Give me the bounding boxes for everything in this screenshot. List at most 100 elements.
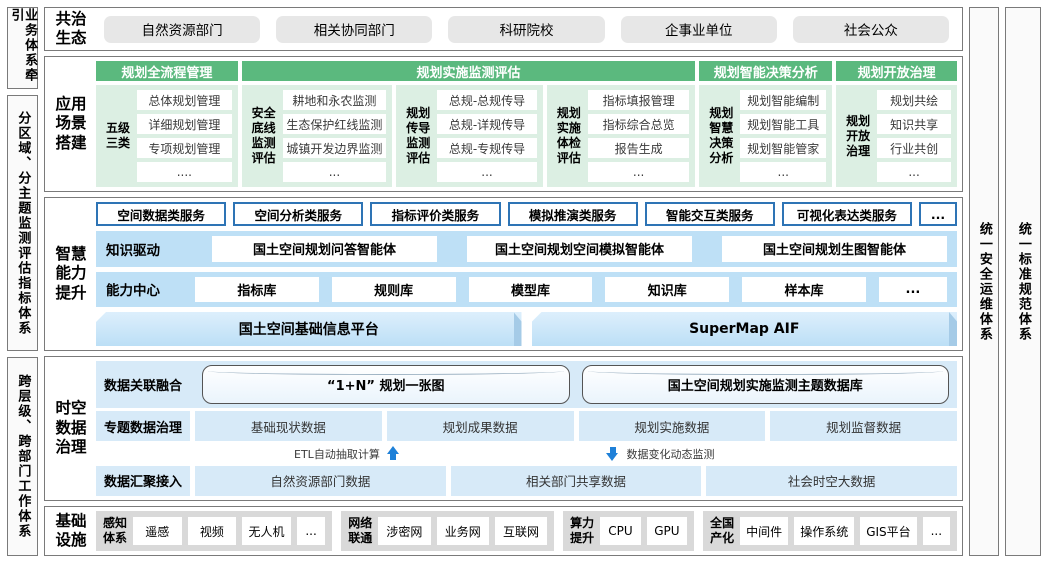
app-item: 知识共享 (877, 114, 951, 134)
service-box-more: ... (919, 202, 957, 226)
section-application-scenarios-label: 应用场景搭建 (50, 61, 92, 187)
app-group-items: 指标填报管理 指标综合总览 报告生成 ... (587, 90, 690, 182)
app-group-label: 规划开放治理 (842, 90, 874, 182)
infra-item: 互联网 (494, 517, 548, 545)
library-box: 指标库 (195, 276, 319, 302)
infra-item: 无人机 (242, 517, 291, 545)
service-box: 可视化表达类服务 (781, 202, 912, 226)
change-monitor-flow: 数据变化动态监测 (606, 446, 714, 462)
app-item: 指标填报管理 (587, 90, 690, 110)
app-group-label-text: 规划开放治理 (846, 113, 871, 158)
app-group-label: 安全底线监测评估 (248, 90, 280, 182)
app-group-smart-decision: 规划智慧决策分析 规划智能编制 规划智能工具 规划智能管家 ... (699, 85, 833, 187)
infra-group-label-text: 算力提升 (570, 516, 595, 545)
app-group-label: 规划传导监测评估 (402, 90, 434, 182)
app-header-implementation-monitoring: 规划实施监测评估 (241, 61, 696, 81)
app-item: 行业共创 (877, 138, 951, 158)
theme-data-label: 专题数据治理 (96, 411, 190, 442)
app-group-label-text: 规划传导监测评估 (406, 106, 431, 165)
infra-item: GPU (646, 517, 688, 545)
app-item: ... (587, 162, 690, 182)
data-item: 规划监督数据 (770, 411, 957, 442)
data-fusion-row: 数据关联融合 “1+N” 规划一张图 国土空间规划实施监测主题数据库 (96, 361, 957, 409)
rail-business-system: 业务体系牵引 (7, 7, 38, 89)
library-box-more: ... (878, 276, 947, 302)
section-application-scenarios-label-text: 应用场景搭建 (55, 94, 87, 152)
library-box: 规则库 (331, 276, 456, 302)
app-item: 耕地和永农监测 (282, 90, 387, 110)
app-group-items: 耕地和永农监测 生态保护红线监测 城镇开发边界监测 ... (282, 90, 387, 182)
infra-item: 涉密网 (378, 517, 431, 545)
app-group-items: 规划共绘 知识共享 行业共创 ... (877, 90, 951, 182)
app-group-items: 总规-总规传导 总规-详规传导 总规-专规传导 ... (437, 90, 537, 182)
capability-band-label: 能力中心 (106, 283, 160, 300)
capability-band: 能力中心 指标库 规则库 模型库 知识库 样本库 ... (96, 271, 957, 307)
data-item: 规划实施数据 (578, 411, 766, 442)
app-item: 专项规划管理 (137, 138, 232, 158)
app-item: 指标综合总览 (587, 114, 690, 134)
app-item: 规划智能编制 (740, 90, 827, 110)
theme-data-row: 专题数据治理 基础现状数据 规划成果数据 规划实施数据 规划监督数据 (96, 411, 957, 442)
knowledge-band: 知识驱动 国土空间规划问答智能体 国土空间规划空间模拟智能体 国土空间规划生图智… (96, 231, 957, 267)
smart-content: 空间数据类服务 空间分析类服务 指标评价类服务 模拟推演类服务 智能交互类服务 … (96, 202, 957, 346)
eco-item: 自然资源部门 (104, 15, 261, 43)
data-item: 社会时空大数据 (706, 465, 958, 496)
app-item: 规划共绘 (877, 90, 951, 110)
platform-slab-base-info: 国土空间基础信息平台 (96, 312, 522, 346)
data-fusion-label: 数据关联融合 (104, 379, 183, 395)
app-group-items: 规划智能编制 规划智能工具 规划智能管家 ... (740, 90, 827, 182)
data-item: 基础现状数据 (195, 411, 382, 442)
arrow-up-icon (386, 446, 400, 461)
library-box: 样本库 (742, 276, 866, 302)
app-item: ... (740, 162, 827, 182)
service-box: 指标评价类服务 (370, 202, 501, 226)
infra-item: CPU (600, 517, 641, 545)
section-co-governance-label: 共治生态 (50, 9, 92, 47)
platform-slab-supermap-aif: SuperMap AIF (531, 312, 957, 346)
rail-cross-level-work-system-label: 跨层级、跨部门工作体系 (15, 374, 31, 539)
infra-item: GIS平台 (860, 517, 917, 545)
infra-group-label: 算力提升 (570, 516, 594, 546)
eco-items: 自然资源部门 相关协同部门 科研院校 企事业单位 社会公众 (96, 12, 957, 46)
service-row: 空间数据类服务 空间分析类服务 指标评价类服务 模拟推演类服务 智能交互类服务 … (96, 202, 957, 226)
infra-group-label: 全国产化 (710, 516, 734, 546)
service-box: 智能交互类服务 (644, 202, 775, 226)
app-group-five-levels: 五级三类 总体规划管理 详细规划管理 专项规划管理 .... (96, 85, 238, 187)
rail-cross-level-work-system: 跨层级、跨部门工作体系 (7, 357, 38, 556)
rail-unified-standards: 统一标准规范体系 (1005, 7, 1041, 556)
etl-flow-label: ETL自动抽取计算 (294, 447, 380, 461)
rail-business-system-label: 业务体系牵引 (8, 8, 38, 83)
access-data-row: 数据汇聚接入 自然资源部门数据 相关部门共享数据 社会时空大数据 (96, 465, 958, 496)
app-header-open-governance: 规划开放治理 (836, 61, 957, 81)
app-group-safety-baseline: 安全底线监测评估 耕地和永农监测 生态保护红线监测 城镇开发边界监测 ... (241, 85, 393, 187)
agent-box: 国土空间规划问答智能体 (212, 236, 437, 262)
section-infrastructure-label: 基础设施 (50, 511, 92, 551)
app-item: ... (282, 162, 387, 182)
access-data-label: 数据汇聚接入 (96, 465, 190, 496)
agent-box: 国土空间规划生图智能体 (722, 236, 947, 262)
section-spatiotemporal-data-label-text: 时空数据治理 (55, 399, 87, 457)
infra-group-domestic: 全国产化 中间件 操作系统 GIS平台 ... (703, 511, 957, 551)
database-cylinder-one-map: “1+N” 规划一张图 (202, 365, 570, 405)
data-item: 相关部门共享数据 (450, 465, 702, 496)
app-group-items: 总体规划管理 详细规划管理 专项规划管理 .... (137, 90, 232, 182)
library-box: 知识库 (605, 276, 730, 302)
service-box: 模拟推演类服务 (507, 202, 638, 226)
rail-monitoring-index-system-label: 分区域、分主题监测评估指标体系 (15, 110, 31, 336)
app-item: ... (437, 162, 537, 182)
app-item: 生态保护红线监测 (282, 114, 387, 134)
arrow-down-icon (606, 446, 619, 462)
infra-item: 业务网 (436, 517, 489, 545)
section-application-scenarios: 应用场景搭建 规划全流程管理 规划实施监测评估 规划智能决策分析 规划开放治理 … (44, 56, 963, 192)
app-header-intelligent-decision: 规划智能决策分析 (699, 61, 833, 81)
infra-groups: 感知体系 遥感 视频 无人机 ... 网络联通 涉密网 业务网 互联网 算力提升… (96, 511, 957, 551)
rail-unified-standards-label: 统一标准规范体系 (1015, 221, 1031, 342)
data-item: 规划成果数据 (386, 411, 574, 442)
app-group-transmission-monitoring: 规划传导监测评估 总规-总规传导 总规-详规传导 总规-专规传导 ... (396, 85, 543, 187)
rail-unified-security-ops-label: 统一安全运维体系 (976, 221, 992, 342)
infra-item-more: ... (296, 517, 326, 545)
knowledge-band-label: 知识驱动 (106, 242, 160, 259)
section-co-governance-label-text: 共治生态 (55, 9, 87, 47)
rail-monitoring-index-system: 分区域、分主题监测评估指标体系 (7, 95, 38, 351)
infra-item: 遥感 (133, 517, 182, 545)
